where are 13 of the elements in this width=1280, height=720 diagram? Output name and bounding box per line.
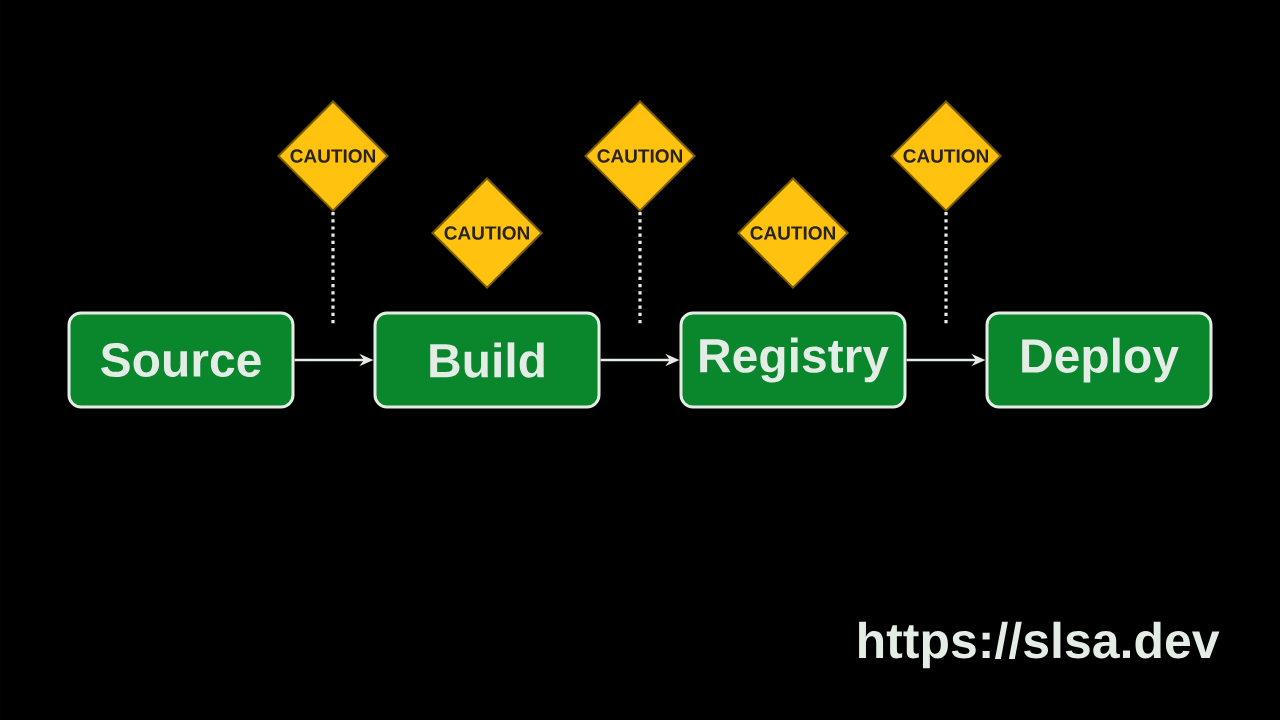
dotted-line	[331, 212, 335, 326]
process-box: Build	[373, 311, 601, 409]
caution-sign: CAUTION	[431, 177, 543, 289]
caution-sign: CAUTION	[737, 177, 849, 289]
process-box: Source	[67, 311, 295, 409]
process-box: Registry	[679, 311, 907, 409]
dotted-line	[944, 212, 948, 326]
caution-sign: CAUTION	[277, 100, 389, 212]
caution-sign: CAUTION	[584, 100, 696, 212]
url-text: https://slsa.dev	[859, 621, 1220, 669]
dotted-line	[638, 212, 642, 326]
caution-sign: CAUTION	[890, 100, 1002, 212]
process-box: Deploy	[985, 311, 1213, 409]
